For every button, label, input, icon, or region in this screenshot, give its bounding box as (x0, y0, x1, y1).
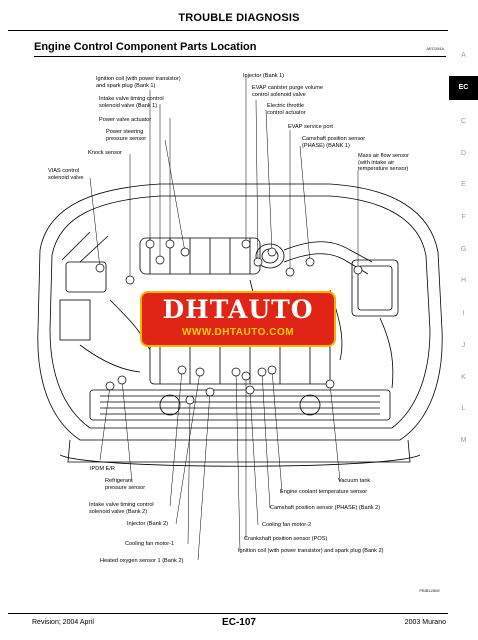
tab-g[interactable]: G (460, 246, 467, 253)
label-vacuum-tank: Vacuum tank (338, 478, 371, 484)
label-injector-bank2: Injector (Bank 2) (127, 521, 169, 527)
tab-a[interactable]: A (461, 52, 466, 59)
tab-h[interactable]: H (460, 277, 467, 284)
label-power-valve-actuator: Power valve actuator (99, 117, 152, 123)
footer-divider (8, 613, 448, 614)
tab-ec[interactable]: EC (449, 76, 478, 100)
tab-k[interactable]: K (461, 374, 466, 381)
footer-revision: Revision; 2004 April (32, 619, 94, 626)
label-injector-bank1: Injector (Bank 1) (243, 73, 285, 79)
label-ckp-sensor: Crankshaft position sensor (POS) (244, 536, 328, 542)
label-power-steering-sensor: Power steering pressure sensor (106, 129, 147, 142)
section-divider (34, 56, 446, 57)
label-cooling-fan-motor1: Cooling fan motor-1 (125, 541, 175, 547)
label-cooling-fan-motor2: Cooling fan motor-2 (262, 522, 312, 528)
label-throttle-actuator: Electric throttle control actuator (267, 103, 306, 116)
label-evap-purge-valve: EVAP canister purge volume control solen… (252, 85, 323, 98)
tab-e[interactable]: E (461, 181, 466, 188)
footer-model: 2003 Murano (404, 619, 446, 626)
tab-j[interactable]: J (461, 342, 466, 349)
label-vias-solenoid: VIAS control solenoid valve (48, 168, 84, 181)
label-evap-service-port: EVAP service port (288, 124, 333, 130)
section-title: Engine Control Component Parts Location (34, 41, 257, 53)
tab-d[interactable]: D (460, 150, 467, 157)
figure-code: AEC004A (426, 46, 444, 51)
page-number: EC-107 (222, 617, 256, 628)
label-maf-sensor: Mass air flow sensor (with intake air te… (358, 153, 409, 173)
label-ivt-solenoid-bank2: Intake valve timing control solenoid val… (89, 502, 154, 515)
section-tab-index: A EC C D E F G H I J K L M (449, 44, 478, 454)
tab-m[interactable]: M (460, 437, 467, 444)
label-cmp-sensor-bank1: Camshaft position sensor (PHASE) (BANK 1… (302, 136, 366, 149)
label-ivt-solenoid-bank1: Intake valve timing control solenoid val… (99, 96, 164, 109)
label-refrigerant-sensor: Refrigerant pressure sensor (105, 478, 146, 491)
label-ipdm-er: IPDM E/R (90, 466, 115, 472)
label-ect-sensor: Engine coolant temperature sensor (280, 489, 368, 495)
label-cmp-sensor-bank2: Camshaft position sensor (PHASE) (Bank 2… (270, 505, 381, 511)
watermark-logo: DHTAUTO (162, 295, 314, 324)
page-title: TROUBLE DIAGNOSIS (178, 12, 300, 24)
tab-i[interactable]: I (462, 310, 465, 317)
label-ignition-coil-bank2: Ignition coil (with power transistor) an… (238, 548, 384, 554)
figure-code-bottom: PBIB1280E (419, 588, 440, 593)
label-ho2s1-bank2: Heated oxygen sensor 1 (Bank 2) (100, 558, 184, 564)
label-knock-sensor: Knock sensor (88, 150, 122, 156)
tab-l[interactable]: L (461, 405, 466, 412)
watermark-banner: DHTAUTO WWW.DHTAUTO.COM (142, 293, 334, 345)
tab-c[interactable]: C (460, 118, 467, 125)
tab-f[interactable]: F (461, 214, 466, 221)
label-ignition-coil-bank1: Ignition coil (with power transistor) an… (96, 76, 181, 89)
header-divider (8, 30, 448, 31)
watermark-url: WWW.DHTAUTO.COM (181, 327, 295, 338)
